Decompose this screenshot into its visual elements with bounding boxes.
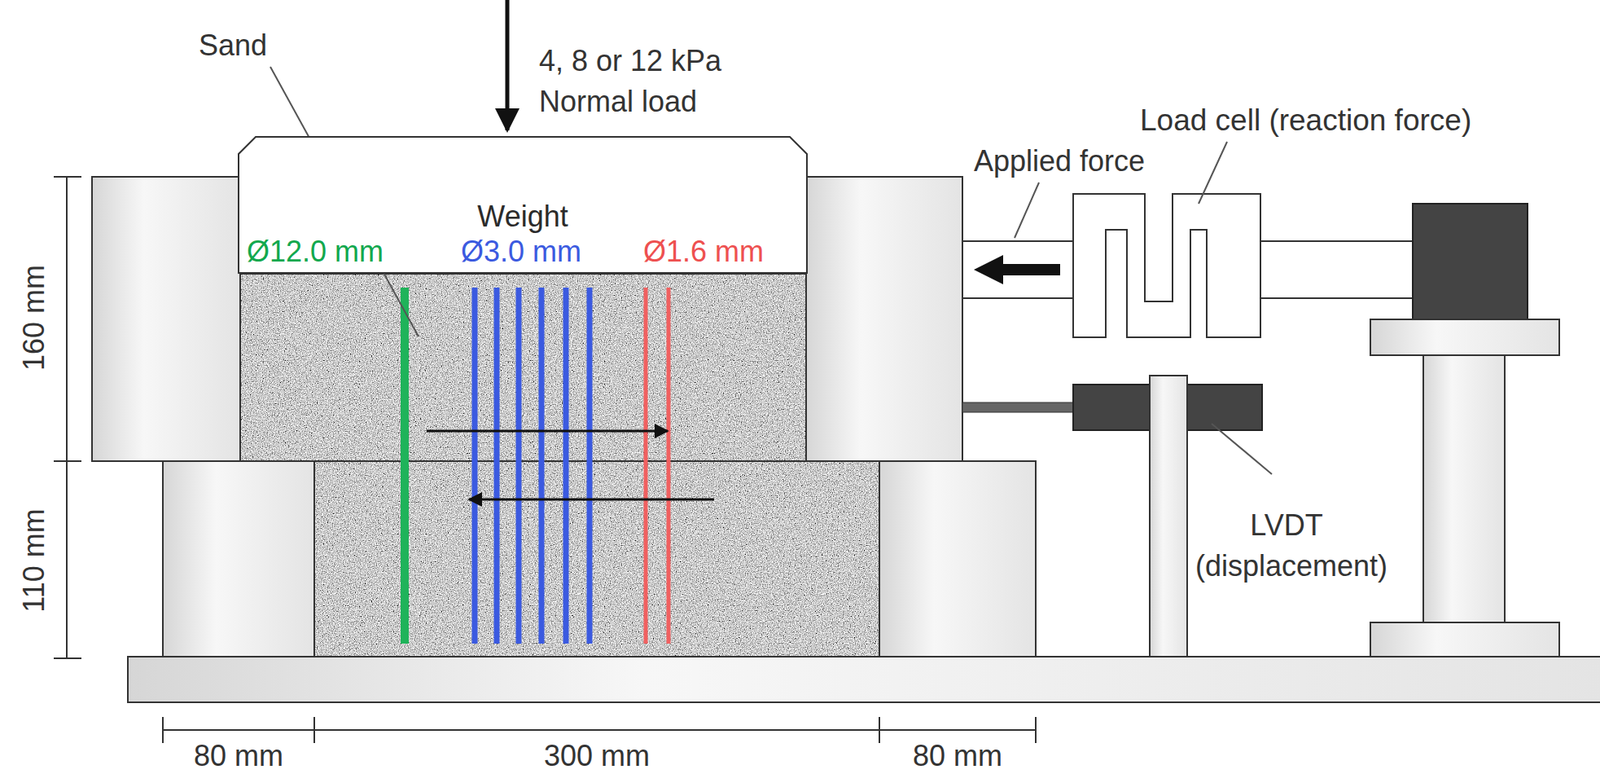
node-label: Weight [237, 199, 808, 233]
rod-3mm [539, 287, 545, 644]
lower-sand [314, 460, 880, 657]
part-name: Load cell (reaction force) [1139, 103, 1472, 139]
width-dimension [162, 716, 1036, 743]
actuator-foot [1370, 622, 1560, 657]
height-dimension [53, 176, 82, 658]
push-rod [962, 241, 1074, 299]
leader-line [1211, 423, 1272, 474]
rod-12mm [400, 287, 409, 644]
actuator-column [1423, 355, 1505, 623]
rod-3mm [516, 287, 522, 644]
lvdt-post [1149, 375, 1188, 657]
rod-1-6mm [666, 287, 671, 644]
normal-load-arrow [505, 0, 510, 131]
leader-line [1014, 182, 1039, 238]
actuator-plate [1370, 319, 1560, 356]
upper-right-frame [806, 176, 963, 461]
rod-diameter: Ø12.0 mm [244, 234, 386, 268]
dimension: 160 mm [17, 264, 51, 371]
upper-sand-outline [240, 273, 807, 461]
lower-right-frame [879, 460, 1036, 657]
shear-arrow-right [426, 429, 668, 433]
actuator-motor [1412, 203, 1528, 320]
upper-left-frame [92, 176, 241, 461]
block-shape [238, 136, 807, 273]
shear-arrow-left [469, 498, 715, 501]
rod-3mm [472, 287, 478, 644]
base-plate [127, 656, 1600, 702]
rod-diameter: Ø3.0 mm [458, 234, 584, 268]
part-name: LVDT [1249, 508, 1323, 542]
dimension: 110 mm [17, 508, 51, 612]
upper-sand [240, 273, 807, 461]
applied-force-arrow [973, 254, 1061, 285]
load-cell [1073, 193, 1261, 338]
rod-3mm [494, 287, 500, 644]
dimension: 80 mm [912, 738, 1003, 772]
lower-sand-outline [314, 460, 880, 657]
rods [404, 287, 669, 644]
rod-3mm [587, 287, 593, 644]
load-value: 4, 8 or 12 kPa [539, 43, 722, 78]
dimension: 80 mm [193, 738, 284, 772]
actuator-rod [1260, 241, 1413, 299]
rod-3mm [563, 287, 570, 644]
leader-line [1198, 141, 1228, 204]
lvdt-rod [962, 402, 1074, 413]
lower-left-frame [162, 460, 315, 657]
dimension: 300 mm [543, 738, 650, 772]
rod-diameter: Ø1.6 mm [640, 234, 767, 268]
part-name: (displacement) [1195, 548, 1388, 583]
rod-1-6mm [644, 287, 649, 644]
load-name: Normal load [539, 84, 697, 119]
part-name: Applied force [973, 144, 1145, 178]
part-name: Sand [198, 28, 268, 62]
